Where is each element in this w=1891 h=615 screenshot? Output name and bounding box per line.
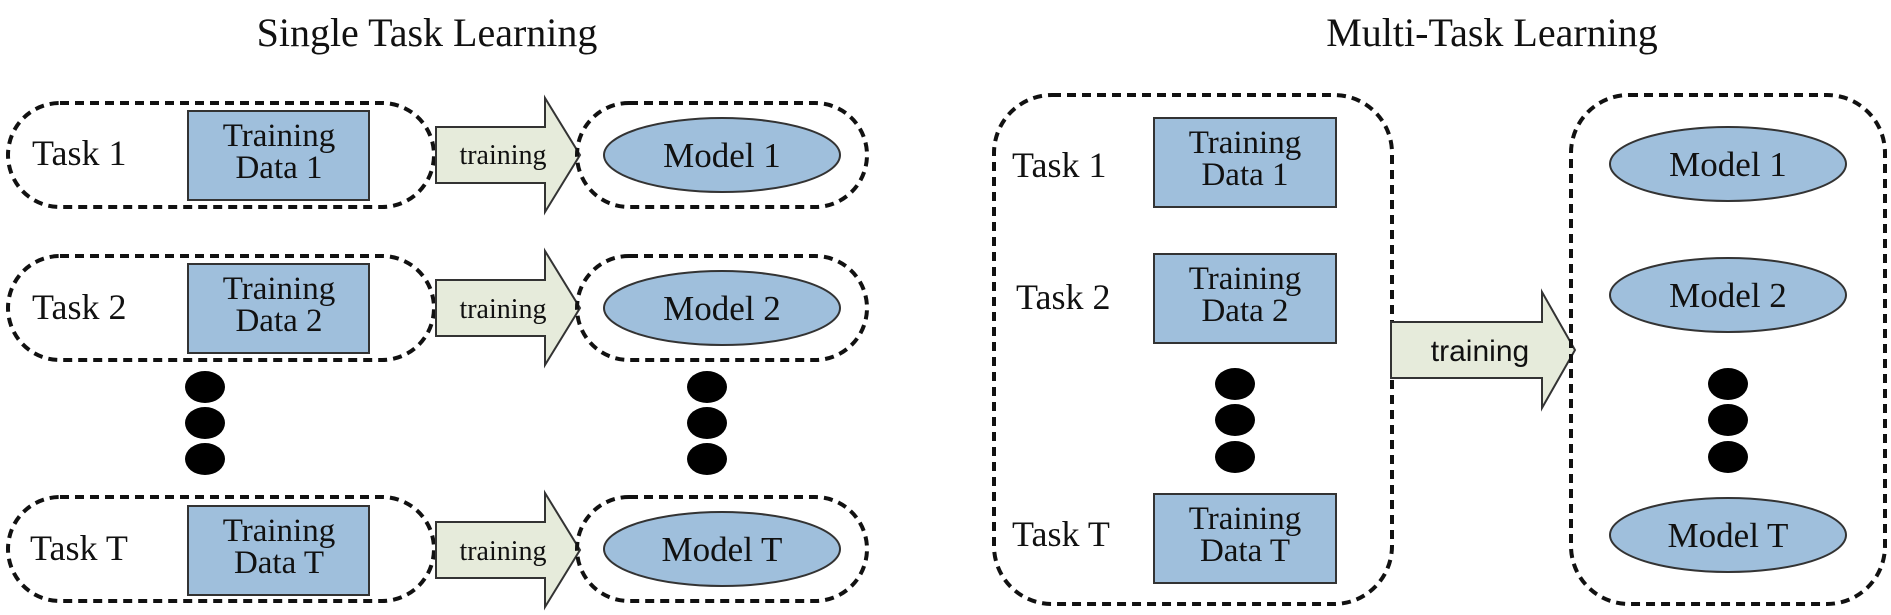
stl-model-ellipse-2 [603,270,841,346]
ellipsis-dot [687,443,727,475]
stl-task-label-2: Task 2 [32,287,126,327]
single-task-panel: Single Task Learning Task 1 Training Dat… [6,10,869,611]
mtl-ellipsis-models [1708,368,1748,473]
ellipsis-dot [687,371,727,403]
stl-model-group-1 [575,101,869,209]
ellipsis-dot [1708,404,1748,436]
ellipsis-dot [185,407,225,439]
stl-row-t: Task T Training Data T training Model T [6,489,869,611]
mtl-training-data-line1-t: Training [1189,501,1301,537]
stl-model-ellipse-1 [603,117,841,193]
stl-training-data-line2-1: Data 1 [235,150,322,186]
stl-model-ellipse-t [603,511,841,587]
stl-task-group-1 [6,101,436,209]
stl-training-data-line1-1: Training [223,118,335,154]
mtl-model-label-t: Model T [1668,516,1789,555]
mtl-training-data-line2-t: Data T [1200,533,1290,569]
mtl-training-data-line1-1: Training [1189,125,1301,161]
mtl-model-ellipse-2 [1609,257,1847,333]
mtl-ellipsis-tasks [1215,368,1255,473]
stl-training-arrow-t [435,489,582,611]
stl-model-group-t [575,495,869,603]
mtl-model-label-1: Model 1 [1669,145,1787,184]
stl-model-group-2 [575,254,869,362]
mtl-training-data-line1-2: Training [1189,261,1301,297]
mtl-task-label-1: Task 1 [1012,145,1106,185]
ellipsis-dot [1215,368,1255,400]
mtl-training-data-line2-1: Data 1 [1201,157,1288,193]
stl-model-label-2: Model 2 [663,289,781,328]
mtl-training-data-box-2 [1153,253,1337,344]
stl-training-data-line1-t: Training [223,513,335,549]
ellipsis-dot [1708,368,1748,400]
stl-ellipsis-left [185,371,225,475]
multi-task-title: Multi-Task Learning [1326,10,1658,55]
ellipsis-dot [687,407,727,439]
stl-training-data-box-t [187,505,370,596]
ellipsis-dot [185,371,225,403]
stl-model-label-1: Model 1 [663,136,781,175]
stl-task-group-2 [6,254,436,362]
stl-row-1: Task 1 Training Data 1 training Model 1 [6,94,869,216]
stl-task-label-1: Task 1 [32,133,126,173]
ellipsis-dot [1215,404,1255,436]
mtl-training-arrow [1390,288,1577,412]
ellipsis-dot [1708,441,1748,473]
single-task-title: Single Task Learning [257,10,598,55]
stl-model-label-t: Model T [662,530,783,569]
mtl-training-data-box-t [1153,493,1337,584]
mtl-training-data-line2-2: Data 2 [1201,293,1288,329]
mtl-model-ellipse-t [1609,497,1847,573]
stl-training-data-line2-2: Data 2 [235,303,322,339]
mtl-task-group [992,93,1394,606]
mtl-model-label-2: Model 2 [1669,276,1787,315]
stl-training-arrow-2 [435,247,582,369]
mtl-model-group [1569,93,1887,606]
multi-task-panel: Multi-Task Learning Task 1 Training Data… [992,10,1887,606]
stl-training-arrow-1 [435,94,582,216]
stl-arrow-label-t: training [459,536,546,567]
stl-task-group-t [6,495,436,603]
stl-arrow-label-2: training [459,294,546,325]
mtl-model-ellipse-1 [1609,126,1847,202]
mtl-training-data-box-1 [1153,117,1337,208]
stl-training-data-line2-t: Data T [234,545,324,581]
stl-training-data-box-1 [187,110,370,201]
stl-training-data-line1-2: Training [223,271,335,307]
stl-row-2: Task 2 Training Data 2 training Model 2 [6,247,869,369]
ellipsis-dot [1215,441,1255,473]
stl-task-label-t: Task T [30,528,128,568]
stl-training-data-box-2 [187,263,370,354]
stl-arrow-label-1: training [459,140,546,171]
mtl-task-label-2: Task 2 [1016,277,1110,317]
mtl-task-label-t: Task T [1012,514,1110,554]
stl-ellipsis-right [687,371,727,475]
ellipsis-dot [185,443,225,475]
mtl-arrow-label: training [1431,335,1529,368]
